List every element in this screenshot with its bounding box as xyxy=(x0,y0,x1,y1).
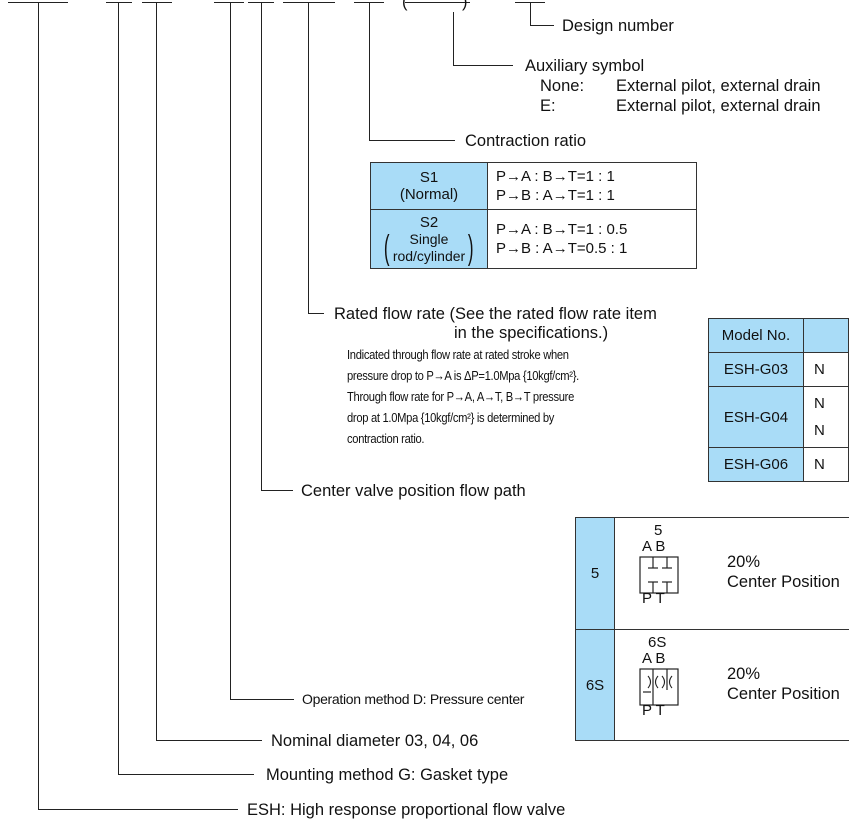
symbol-label: 6S xyxy=(648,634,667,651)
ports-top: A B xyxy=(642,538,666,555)
leader-diameter xyxy=(156,2,158,740)
ratio-line: P→B : A→T=1 : 1 xyxy=(496,187,615,204)
leader-mounting-h xyxy=(118,774,254,776)
contraction-ratio-label: Contraction ratio xyxy=(465,132,587,150)
leader-center-h xyxy=(261,490,293,492)
esh-label: ESH: High response proportional flow val… xyxy=(247,801,566,819)
code-segment-aux xyxy=(405,2,470,4)
ratio-line: P→B : A→T=0.5 : 1 xyxy=(496,240,628,257)
ratio-code: S2 xyxy=(419,213,439,231)
aux-none-key: None: xyxy=(540,77,585,95)
paren-right: ) xyxy=(468,228,474,267)
leader-aux-h xyxy=(453,65,513,67)
nominal-diameter-label: Nominal diameter 03, 04, 06 xyxy=(271,732,479,750)
center-code-5: 5 xyxy=(575,517,615,630)
ratio-line: P→A : B→T=1 : 0.5 xyxy=(496,221,628,238)
leader-design xyxy=(530,2,532,25)
model-cut-cell: N xyxy=(802,447,849,482)
leader-ratio-h xyxy=(369,140,455,142)
leader-flow-h xyxy=(308,313,324,315)
mounting-method-label: Mounting method G: Gasket type xyxy=(266,766,509,784)
center-desc: Center Position xyxy=(727,573,840,591)
code-segment-operation xyxy=(214,2,244,4)
ports-top: A B xyxy=(642,650,666,667)
ratio-code: S1 xyxy=(419,169,439,186)
ratio-sub: rod/cylinder xyxy=(392,247,466,264)
paren-left: ( xyxy=(384,228,390,267)
center-valve-table: 5 5 A B P T 20% Center Position 6S 6S A … xyxy=(575,517,849,741)
center-desc: Center Position xyxy=(727,685,840,703)
table-row: S2 ( Single rod/cylinder ) P→A : B→T=1 :… xyxy=(370,209,697,269)
note-line: Through flow rate for P→A, A→T, B→T pres… xyxy=(347,389,575,404)
valve-symbol-6s xyxy=(639,668,679,706)
center-row-6s: 6S A B P T 20% Center Position xyxy=(614,629,849,741)
ratio-sub-group: Single rod/cylinder xyxy=(393,231,465,265)
model-cut-cell: N xyxy=(802,352,849,387)
model-cut-text: N xyxy=(813,395,825,412)
table-row: S1 (Normal) P→A : B→T=1 : 1 P→B : A→T=1 … xyxy=(370,162,697,210)
design-number-label: Design number xyxy=(562,17,674,35)
leader-esh xyxy=(38,2,40,809)
auxiliary-symbol-label: Auxiliary symbol xyxy=(525,57,645,75)
leader-design-h xyxy=(530,25,554,27)
ratio-code-s2: S2 ( Single rod/cylinder ) xyxy=(370,209,488,269)
ratio-values-s2: P→A : B→T=1 : 0.5 P→B : A→T=0.5 : 1 xyxy=(487,209,697,269)
center-row-5: 5 A B P T 20% Center Position xyxy=(614,517,849,630)
ratio-sub: (Normal) xyxy=(399,186,459,203)
aux-e-value: External pilot, external drain xyxy=(616,97,821,115)
center-percent: 20% xyxy=(727,665,761,683)
ratio-code-s1: S1 (Normal) xyxy=(370,162,488,210)
symbol-label: 5 xyxy=(654,522,663,539)
rated-flow-label: Rated flow rate (See the rated flow rate… xyxy=(334,305,657,323)
ratio-sub: Single xyxy=(409,230,449,247)
note-line: Indicated through flow rate at rated str… xyxy=(347,347,569,362)
leader-mounting xyxy=(118,2,120,774)
aux-bracket-open: ( xyxy=(402,0,408,11)
center-valve-label: Center valve position flow path xyxy=(301,482,526,500)
aux-e-key: E: xyxy=(540,97,556,115)
model-cell: ESH-G04 xyxy=(708,386,804,448)
model-header: Model No. xyxy=(708,318,804,353)
model-cut-text: N xyxy=(813,422,825,439)
note-line: pressure drop to P→A is ΔP=1.0Mpa {10kgf… xyxy=(347,368,579,383)
leader-operation-h xyxy=(230,699,294,701)
ports-bottom: P T xyxy=(642,702,665,719)
rated-flow-note: Indicated through flow rate at rated str… xyxy=(347,344,579,449)
center-percent: 20% xyxy=(727,553,761,571)
note-line: contraction ratio. xyxy=(347,431,425,446)
ratio-line: P→A : B→T=1 : 1 xyxy=(496,168,615,185)
rated-flow-label-2: in the specifications.) xyxy=(454,324,609,342)
valve-symbol-5 xyxy=(639,556,679,594)
aux-bracket-close: ) xyxy=(462,0,468,11)
leader-center xyxy=(261,2,263,490)
note-line: drop at 1.0Mpa {10kgf/cm²} is determined… xyxy=(347,410,555,425)
model-cell: ESH-G03 xyxy=(708,352,804,387)
contraction-ratio-table: S1 (Normal) P→A : B→T=1 : 1 P→B : A→T=1 … xyxy=(370,162,697,269)
leader-operation xyxy=(230,2,232,699)
leader-diameter-h xyxy=(156,740,262,742)
leader-flow xyxy=(308,2,310,313)
aux-none-value: External pilot, external drain xyxy=(616,77,821,95)
operation-method-label: Operation method D: Pressure center xyxy=(302,691,525,707)
ratio-values-s1: P→A : B→T=1 : 1 P→B : A→T=1 : 1 xyxy=(487,162,697,210)
table-row: Model No. xyxy=(708,318,849,353)
center-code-6s: 6S xyxy=(575,629,615,741)
ports-bottom: P T xyxy=(642,590,665,607)
leader-ratio xyxy=(369,2,371,140)
model-cell: ESH-G06 xyxy=(708,447,804,482)
leader-esh-h xyxy=(38,809,238,811)
model-header-cut xyxy=(802,318,849,353)
leader-aux xyxy=(453,12,455,65)
